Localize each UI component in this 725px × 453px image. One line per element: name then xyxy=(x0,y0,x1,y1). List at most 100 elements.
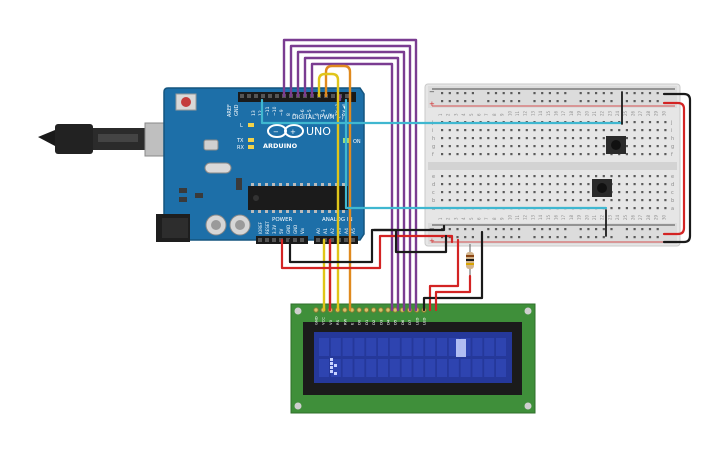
breadboard-hole[interactable] xyxy=(487,92,490,95)
breadboard-hole[interactable] xyxy=(633,100,636,103)
breadboard-hole[interactable] xyxy=(456,175,459,178)
breadboard-hole[interactable] xyxy=(456,191,459,194)
breadboard-hole[interactable] xyxy=(525,183,528,186)
breadboard-hole[interactable] xyxy=(541,175,544,178)
pushbutton-2[interactable] xyxy=(592,179,612,197)
breadboard-hole[interactable] xyxy=(610,100,613,103)
breadboard-hole[interactable] xyxy=(479,191,482,194)
breadboard-hole[interactable] xyxy=(510,153,513,156)
breadboard-hole[interactable] xyxy=(541,236,544,239)
breadboard-hole[interactable] xyxy=(502,92,505,95)
breadboard-hole[interactable] xyxy=(510,191,513,194)
breadboard-hole[interactable] xyxy=(664,199,667,202)
breadboard-hole[interactable] xyxy=(648,137,652,140)
breadboard-hole[interactable] xyxy=(625,207,628,210)
breadboard-hole[interactable] xyxy=(471,183,474,186)
digital-pin-hole[interactable] xyxy=(240,94,244,98)
breadboard-hole[interactable] xyxy=(564,191,567,194)
breadboard-hole[interactable] xyxy=(648,207,652,210)
breadboard-hole[interactable] xyxy=(633,228,636,231)
breadboard-hole[interactable] xyxy=(487,145,490,148)
breadboard-hole[interactable] xyxy=(556,129,559,132)
breadboard-hole[interactable] xyxy=(556,175,559,178)
digital-pin-hole[interactable] xyxy=(345,94,349,98)
breadboard-hole[interactable] xyxy=(456,100,459,103)
breadboard-hole[interactable] xyxy=(625,175,628,178)
breadboard-hole[interactable] xyxy=(664,207,667,210)
breadboard-hole[interactable] xyxy=(464,183,467,186)
breadboard-hole[interactable] xyxy=(448,183,451,186)
breadboard-hole[interactable] xyxy=(633,121,636,124)
breadboard-hole[interactable] xyxy=(525,137,528,140)
breadboard-hole[interactable] xyxy=(518,228,521,231)
breadboard-hole[interactable] xyxy=(479,199,482,202)
power-pin-hole[interactable] xyxy=(258,238,262,242)
breadboard-hole[interactable] xyxy=(502,175,505,178)
breadboard-hole[interactable] xyxy=(587,100,590,103)
breadboard-hole[interactable] xyxy=(448,191,451,194)
breadboard-hole[interactable] xyxy=(564,137,567,140)
breadboard-hole[interactable] xyxy=(441,175,444,178)
breadboard-hole[interactable] xyxy=(494,153,498,156)
breadboard-hole[interactable] xyxy=(579,137,582,140)
breadboard-hole[interactable] xyxy=(587,191,590,194)
breadboard-hole[interactable] xyxy=(618,129,621,132)
breadboard-hole[interactable] xyxy=(556,100,559,103)
breadboard-hole[interactable] xyxy=(471,129,474,132)
breadboard-hole[interactable] xyxy=(479,183,482,186)
breadboard-hole[interactable] xyxy=(595,228,598,231)
breadboard-hole[interactable] xyxy=(641,92,644,95)
breadboard-hole[interactable] xyxy=(471,92,474,95)
breadboard-hole[interactable] xyxy=(541,183,544,186)
breadboard-hole[interactable] xyxy=(641,121,644,124)
breadboard-hole[interactable] xyxy=(618,199,621,202)
breadboard-hole[interactable] xyxy=(564,92,567,95)
breadboard-hole[interactable] xyxy=(625,92,628,95)
breadboard-hole[interactable] xyxy=(618,183,621,186)
breadboard-hole[interactable] xyxy=(518,137,521,140)
breadboard-hole[interactable] xyxy=(564,228,567,231)
breadboard-hole[interactable] xyxy=(610,175,613,178)
breadboard-hole[interactable] xyxy=(610,199,613,202)
breadboard-hole[interactable] xyxy=(556,153,559,156)
breadboard-hole[interactable] xyxy=(541,92,544,95)
breadboard-hole[interactable] xyxy=(656,145,659,148)
breadboard-hole[interactable] xyxy=(579,145,582,148)
breadboard-hole[interactable] xyxy=(448,228,451,231)
breadboard-hole[interactable] xyxy=(464,153,467,156)
breadboard-hole[interactable] xyxy=(464,137,467,140)
breadboard-hole[interactable] xyxy=(641,145,644,148)
power-pin-hole[interactable] xyxy=(265,238,269,242)
breadboard-hole[interactable] xyxy=(464,191,467,194)
breadboard-hole[interactable] xyxy=(587,145,590,148)
breadboard-hole[interactable] xyxy=(518,129,521,132)
breadboard-hole[interactable] xyxy=(656,207,659,210)
breadboard-hole[interactable] xyxy=(548,199,551,202)
breadboard-hole[interactable] xyxy=(502,236,505,239)
breadboard-hole[interactable] xyxy=(479,129,482,132)
breadboard-hole[interactable] xyxy=(571,145,575,148)
breadboard-hole[interactable] xyxy=(441,199,444,202)
breadboard-hole[interactable] xyxy=(518,153,521,156)
breadboard-hole[interactable] xyxy=(656,137,659,140)
breadboard-hole[interactable] xyxy=(448,137,451,140)
breadboard-hole[interactable] xyxy=(502,191,505,194)
breadboard-hole[interactable] xyxy=(641,199,644,202)
breadboard-hole[interactable] xyxy=(610,153,613,156)
breadboard-hole[interactable] xyxy=(556,236,559,239)
breadboard-hole[interactable] xyxy=(510,199,513,202)
breadboard-hole[interactable] xyxy=(510,92,513,95)
breadboard-hole[interactable] xyxy=(533,199,536,202)
breadboard-hole[interactable] xyxy=(533,228,536,231)
breadboard-hole[interactable] xyxy=(494,175,498,178)
breadboard-hole[interactable] xyxy=(656,100,659,103)
breadboard-hole[interactable] xyxy=(518,199,521,202)
breadboard-hole[interactable] xyxy=(633,207,636,210)
breadboard-hole[interactable] xyxy=(564,175,567,178)
analog-pin-hole[interactable] xyxy=(351,238,355,242)
breadboard-hole[interactable] xyxy=(610,129,613,132)
breadboard-hole[interactable] xyxy=(525,175,528,178)
breadboard-hole[interactable] xyxy=(633,199,636,202)
lcd-pin-pad[interactable] xyxy=(356,307,362,313)
breadboard-hole[interactable] xyxy=(579,191,582,194)
